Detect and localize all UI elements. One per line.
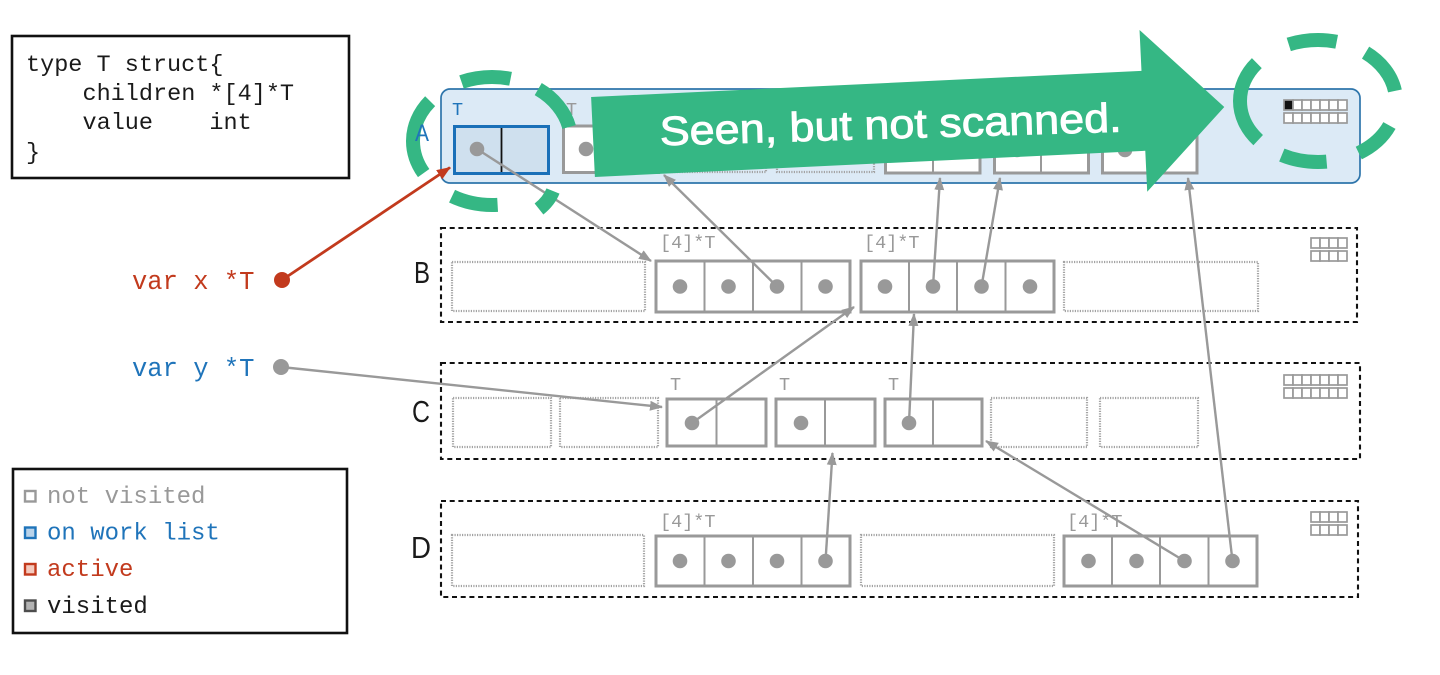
svg-text:active: active bbox=[47, 557, 133, 584]
svg-text:T: T bbox=[452, 100, 463, 121]
svg-text:not visited: not visited bbox=[47, 484, 205, 511]
svg-text:}: } bbox=[26, 140, 40, 167]
svg-text:D: D bbox=[411, 530, 431, 565]
svg-text:[4]*T: [4]*T bbox=[660, 233, 716, 254]
svg-text:type T struct{: type T struct{ bbox=[26, 52, 223, 79]
svg-text:[4]*T: [4]*T bbox=[1067, 512, 1123, 533]
svg-text:[4]*T: [4]*T bbox=[864, 233, 920, 254]
svg-text:value int: value int bbox=[83, 110, 252, 137]
svg-text:[4]*T: [4]*T bbox=[660, 512, 716, 533]
svg-text:T: T bbox=[566, 100, 577, 121]
svg-text:T: T bbox=[670, 375, 681, 396]
svg-text:T: T bbox=[888, 375, 899, 396]
svg-text:var x *T: var x *T bbox=[132, 268, 254, 297]
svg-text:visited: visited bbox=[47, 594, 148, 621]
svg-text:T: T bbox=[779, 375, 790, 396]
svg-text:A: A bbox=[415, 120, 429, 147]
svg-text:B: B bbox=[414, 255, 430, 290]
svg-text:children *[4]*T: children *[4]*T bbox=[83, 81, 295, 108]
svg-text:on work list: on work list bbox=[47, 521, 220, 548]
svg-text:C: C bbox=[412, 394, 430, 429]
svg-text:var y *T: var y *T bbox=[132, 355, 254, 384]
